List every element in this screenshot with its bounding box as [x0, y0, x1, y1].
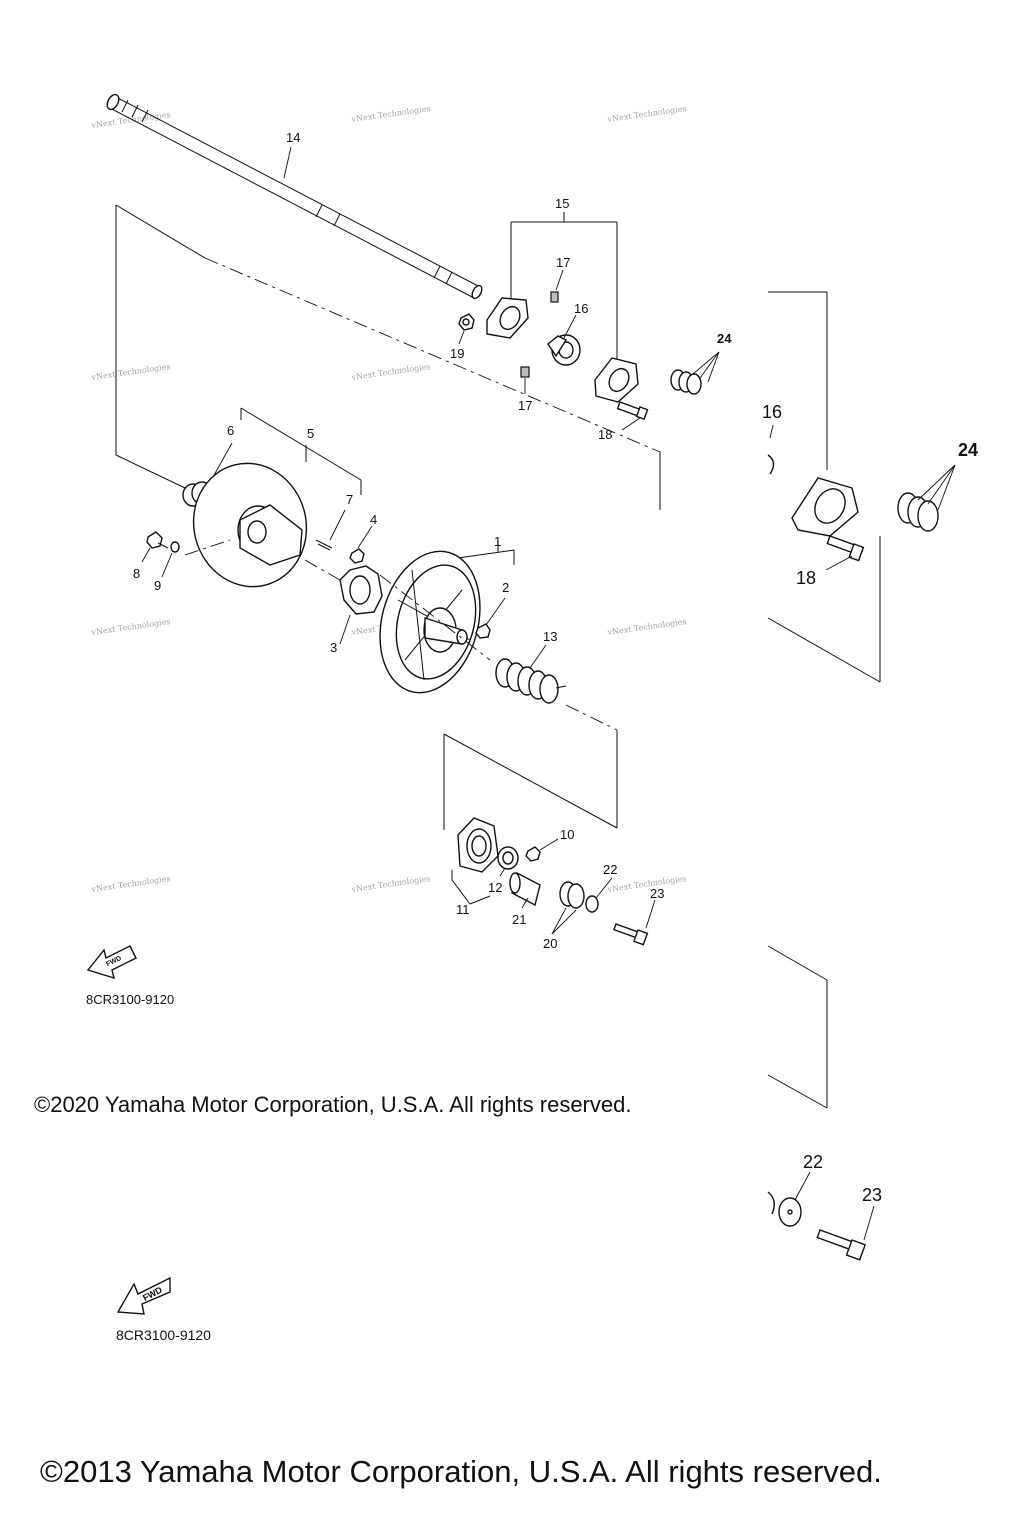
zoom-callout-24: 24	[958, 440, 978, 460]
gasket-3	[339, 565, 383, 615]
bolt-4	[349, 548, 365, 564]
fwd-arrow-icon: FWD	[86, 945, 137, 980]
flange-plate-left	[486, 297, 529, 339]
callout-8: 8	[133, 566, 140, 581]
washer-22	[585, 895, 599, 913]
shaft-14	[106, 93, 483, 300]
callout-21: 21	[512, 912, 526, 927]
callout-6: 6	[227, 423, 234, 438]
callout-15: 15	[555, 196, 569, 211]
copyright-2020: ©2020 Yamaha Motor Corporation, U.S.A. A…	[34, 1092, 631, 1117]
watermark: vNext Technologies	[350, 104, 431, 124]
callout-20: 20	[543, 936, 557, 951]
bolt-8	[146, 531, 169, 549]
zoom-frame-lower	[767, 945, 828, 1109]
callout-7: 7	[346, 492, 353, 507]
callout-5: 5	[307, 426, 314, 441]
callout-16: 16	[574, 301, 588, 316]
watermarks: vNext Technologies vNext Technologies vN…	[90, 104, 687, 894]
callout-17-top: 17	[556, 255, 570, 270]
watermark: vNext Technologies	[90, 874, 171, 894]
zoom-washers-24	[897, 492, 939, 532]
callout-14: 14	[286, 130, 300, 145]
bushing-12	[497, 846, 519, 870]
watermark: vNext Technologies	[606, 104, 687, 124]
zoom-washer-22	[767, 1191, 802, 1227]
watermark: vNext Technologies	[90, 617, 171, 637]
copyright-2013: ©2013 Yamaha Motor Corporation, U.S.A. A…	[40, 1454, 882, 1489]
bearing-16	[547, 334, 581, 366]
callout-22: 22	[603, 862, 617, 877]
watermark: vNext Technologies	[90, 110, 171, 130]
zoom-callout-18: 18	[796, 568, 816, 588]
sheave-5	[192, 462, 308, 588]
sheave-5-bracket	[240, 407, 362, 495]
callout-9: 9	[154, 578, 161, 593]
slider-2	[475, 623, 491, 639]
diagram-code-zoom: 8CR3100-9120	[116, 1327, 211, 1343]
callout-13: 13	[543, 629, 557, 644]
zoom-frame-upper	[767, 291, 881, 683]
zoom-bolt-23	[816, 1229, 867, 1261]
watermark: vNext Technologies	[350, 362, 431, 382]
callout-17-bottom: 17	[518, 398, 532, 413]
zoom-callout-16: 16	[762, 402, 782, 422]
watermark: vNext Technologies	[606, 617, 687, 637]
callout-3: 3	[330, 640, 337, 655]
callout-11: 11	[456, 902, 470, 917]
set-screw-17-bottom	[520, 366, 530, 378]
watermark: vNext Technologies	[350, 874, 431, 894]
zoom-callout-22: 22	[803, 1152, 823, 1172]
bushings-20	[559, 881, 585, 909]
callout-12: 12	[488, 880, 502, 895]
assembly-frame	[115, 204, 661, 510]
collar-21	[509, 871, 541, 907]
cap-11	[457, 817, 499, 873]
callout-19: 19	[450, 346, 464, 361]
callout-10: 10	[560, 827, 574, 842]
spring-13	[495, 658, 567, 704]
sheave-1	[379, 550, 481, 694]
pin-7	[315, 539, 333, 551]
bolt-18	[616, 401, 649, 421]
callout-4: 4	[370, 512, 377, 527]
callout-18: 18	[598, 427, 612, 442]
zoom-flange	[791, 477, 859, 537]
set-screw-17-top	[550, 291, 559, 303]
zoom-callout-23: 23	[862, 1185, 882, 1205]
washers-24	[670, 369, 702, 395]
diagram-code: 8CR3100-9120	[86, 992, 174, 1007]
fwd-arrow-zoom-icon: FWD	[116, 1276, 171, 1315]
lower-frame	[443, 704, 618, 830]
bracket-15	[510, 212, 618, 362]
zoom-bolt-18	[826, 535, 865, 562]
callout-1: 1	[494, 534, 501, 549]
bolt-23	[613, 923, 649, 946]
flange-plate-right	[594, 357, 639, 403]
watermark: vNext Technologies	[90, 362, 171, 382]
watermark: vNext Technologies	[606, 874, 687, 894]
callout-2: 2	[502, 580, 509, 595]
nut-19	[458, 313, 475, 331]
nut-10	[525, 846, 541, 862]
callout-23: 23	[650, 886, 664, 901]
callout-24: 24	[717, 331, 732, 346]
washer-9	[170, 541, 180, 553]
